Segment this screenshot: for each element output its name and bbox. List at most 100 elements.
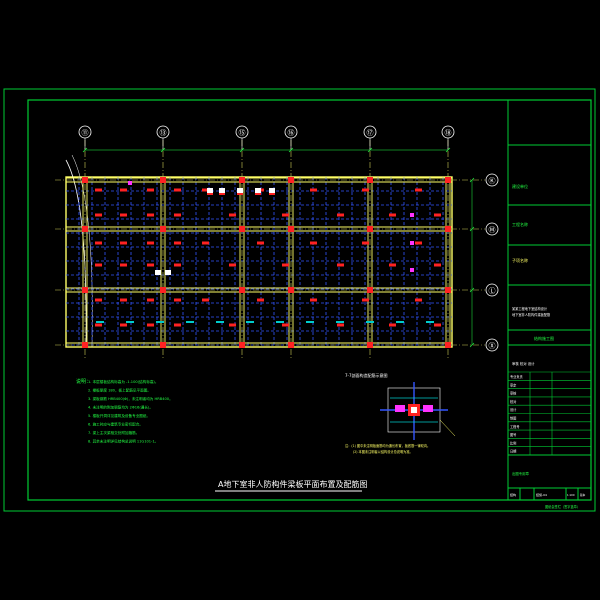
tb-row-label: 专业负责 <box>510 374 523 379</box>
note-line: 6. 施工时应与建筑专业密切配合。 <box>88 422 143 427</box>
axis-label-top: ⑱ <box>445 129 452 137</box>
slab-mark <box>174 213 181 217</box>
slab-mark <box>147 323 154 327</box>
detail-core-inner <box>411 407 417 413</box>
slab-mark <box>415 298 422 302</box>
slab-mark <box>147 263 154 267</box>
slab-mark <box>415 241 422 245</box>
notes-heading: 说明： <box>76 378 91 385</box>
slab-mark <box>95 188 102 192</box>
rebar-mark <box>96 321 104 323</box>
axis-label-top: ⑬ <box>160 129 167 137</box>
slab-mark <box>147 213 154 217</box>
section-mark <box>410 213 414 217</box>
slab-mark <box>120 298 127 302</box>
rebar-mark <box>336 321 344 323</box>
note-line: 7. 梁上主次梁相交处附加箍筋。 <box>88 430 139 435</box>
axis-label-top: ⑯ <box>288 129 295 137</box>
slab-mark <box>337 263 344 267</box>
slab-mark <box>95 298 102 302</box>
note-line: 4. 未注明的附加钢筋均为 2Φ16(通长)。 <box>88 405 153 410</box>
column <box>445 287 451 293</box>
dimension-tick <box>288 147 294 153</box>
column <box>288 342 294 348</box>
detail-note-1: 注：(1) 图中未注明板面筋均为通长布置，板底筋一律双向。 <box>345 443 430 448</box>
column <box>160 177 166 183</box>
tb-footer-1: 结施-04 <box>536 492 547 497</box>
slab-mark <box>282 263 289 267</box>
column <box>82 287 88 293</box>
detail-note-2: (2) 本图未注明者以结构设计总说明为准。 <box>353 449 413 454</box>
slab-mark <box>310 188 317 192</box>
tb-table-heading: 审核 校对 设计 <box>512 361 535 366</box>
opening-mark-base <box>207 193 213 195</box>
tb-row-label: 校对 <box>510 399 517 404</box>
slab-mark <box>389 213 396 217</box>
tb-stamp: 出图专用章 <box>512 471 530 476</box>
note-line: 8. 其余未注明详见结构总说明 11G101-1。 <box>88 439 158 444</box>
column <box>239 226 245 232</box>
column <box>367 287 373 293</box>
slab-mark <box>229 323 236 327</box>
rebar-mark <box>126 321 134 323</box>
slab-mark <box>120 188 127 192</box>
axis-bubble-right <box>485 173 499 187</box>
note-line: 1. 本层楼板结构标高为 -1.100(结构标高)。 <box>88 379 158 384</box>
slab-mark <box>95 263 102 267</box>
rebar-mark <box>426 321 434 323</box>
column <box>160 287 166 293</box>
slab-mark <box>362 188 369 192</box>
tb-footer-3: 版本 <box>580 493 586 497</box>
tb-row-label: 审定 <box>510 382 517 387</box>
detail-rebar-right <box>423 405 433 412</box>
slab-mark <box>389 263 396 267</box>
slab-mark <box>434 263 441 267</box>
tb-section-c: 子项名称 <box>512 257 528 263</box>
column <box>239 177 245 183</box>
rebar-mark <box>156 321 164 323</box>
axis-label-right: Ⓛ <box>489 287 496 295</box>
slab-mark <box>434 323 441 327</box>
slab-mark <box>174 298 181 302</box>
axis-label-right: Ⓚ <box>489 177 496 185</box>
slab-mark <box>95 213 102 217</box>
axis-bubble-top <box>284 125 298 139</box>
opening-mark-base <box>237 193 243 195</box>
opening-mark-base <box>269 193 275 195</box>
section-mark <box>128 181 132 185</box>
axis-bubble-top <box>363 125 377 139</box>
tb-section-a: 建设单位 <box>512 183 528 189</box>
detail-caption: 7-7剖面构造配筋示意图 <box>345 372 388 378</box>
rebar-mark <box>306 321 314 323</box>
slab-mark <box>310 241 317 245</box>
slab-mark <box>257 298 264 302</box>
general-notes: 说明： 1. 本层楼板结构标高为 -1.100(结构标高)。2. 楼板厚度 18… <box>76 378 173 444</box>
opening-mark <box>207 188 213 193</box>
column <box>160 226 166 232</box>
column <box>367 177 373 183</box>
column <box>288 177 294 183</box>
axis-bubble-top <box>235 125 249 139</box>
column <box>239 287 245 293</box>
dimension-tick <box>469 177 475 183</box>
tb-drawing-name: 结构施工图 <box>534 335 554 341</box>
rebar-mark <box>276 321 284 323</box>
slab-mark <box>362 241 369 245</box>
dimension-tick <box>469 226 475 232</box>
slab-mark <box>257 241 264 245</box>
dimension-tick <box>82 147 88 153</box>
bottom-right-note: 图纸会签栏（签字盖章） <box>545 504 580 509</box>
slab-mark <box>229 263 236 267</box>
slab-mark <box>120 263 127 267</box>
tb-footer-0: 结构 <box>510 492 516 497</box>
dimension-tick <box>469 342 475 348</box>
note-line: 3. 梁板钢筋 HRB400(Φ)，未注明者均为 HRB400。 <box>88 396 173 401</box>
tb-row-label: 审核 <box>510 391 517 396</box>
opening-mark <box>255 188 261 193</box>
rebar-mark <box>246 321 254 323</box>
rebar-mark <box>366 321 374 323</box>
axis-bubble-top <box>78 125 92 139</box>
section-mark <box>410 268 414 272</box>
slab-mark <box>174 323 181 327</box>
